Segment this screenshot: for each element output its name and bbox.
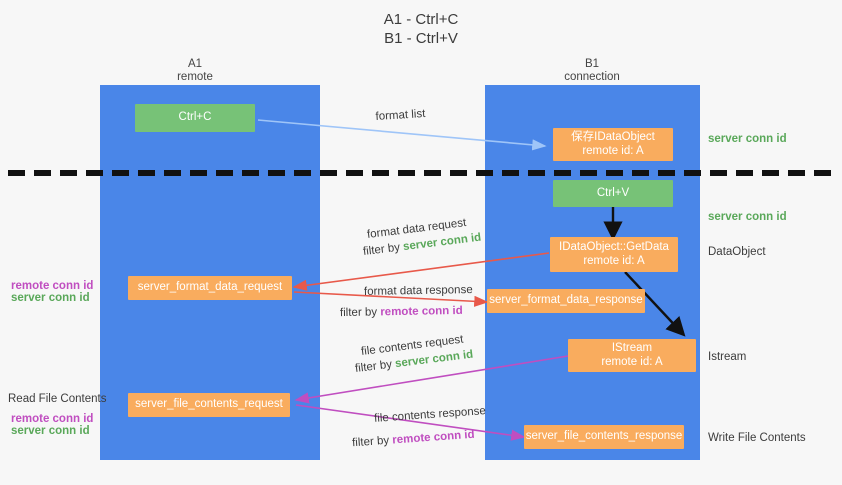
node-ctrl-v[interactable]: Ctrl+V — [553, 180, 673, 207]
node-server-file-contents-response[interactable]: server_file_contents_response — [524, 425, 684, 449]
lane-header-b1: B1 connection — [522, 58, 662, 84]
arrow-label-format-data-response: format data response — [363, 284, 473, 298]
node-idataobject-getdata-line2: remote id: A — [583, 254, 645, 267]
lane-a1-subtitle: remote — [177, 71, 213, 83]
node-server-format-data-response-line1: server_format_data_response — [489, 294, 643, 307]
phase-divider — [8, 170, 834, 176]
left-label-server-conn-id-lower: server conn id — [11, 425, 90, 437]
lane-header-a1: A1 remote — [125, 58, 265, 84]
filter-prefix: filter by — [354, 358, 396, 376]
node-idataobject-getdata[interactable]: IDataObject::GetData remote id: A — [550, 237, 678, 272]
diagram-title-line1: A1 - Ctrl+C — [383, 11, 459, 28]
right-label-dataobject: DataObject — [708, 246, 766, 258]
node-istream-line1: IStream — [611, 342, 653, 354]
right-label-write-file-contents: Write File Contents — [708, 432, 806, 444]
node-save-idataobject[interactable]: 保存IDataObject remote id: A — [553, 128, 673, 161]
node-save-idataobject-line1: 保存IDataObject — [571, 131, 655, 143]
node-ctrl-c-line1: Ctrl+C — [178, 111, 212, 124]
arrow-label-format-list: format list — [375, 107, 426, 124]
left-label-read-file-contents: Read File Contents — [8, 393, 107, 405]
left-label-remote-conn-id-lower: remote conn id — [11, 413, 94, 425]
node-server-format-data-request-line1: server_format_data_request — [137, 281, 283, 294]
node-server-file-contents-request[interactable]: server_file_contents_request — [128, 393, 290, 417]
arrow-label-format-data-response-filter: filter by remote conn id — [340, 304, 463, 320]
node-ctrl-v-line1: Ctrl+V — [596, 186, 630, 199]
diagram-title-line2: B1 - Ctrl+V — [384, 30, 458, 47]
node-ctrl-c[interactable]: Ctrl+C — [135, 104, 255, 132]
node-server-file-contents-response-line1: server_file_contents_response — [525, 430, 683, 443]
node-idataobject-getdata-line1: IDataObject::GetData — [559, 241, 669, 253]
filter-prefix: filter by — [339, 306, 381, 320]
right-label-server-conn-id-top: server conn id — [708, 133, 787, 145]
arrow-label-file-contents-response: file contents response — [373, 405, 487, 425]
filter-prefix: filter by — [351, 434, 393, 450]
left-label-server-conn-id-upper: server conn id — [11, 292, 90, 304]
lane-b1-subtitle: connection — [564, 71, 620, 83]
filter-key-remote-conn-id: remote conn id — [380, 304, 463, 319]
node-save-idataobject-line2: remote id: A — [582, 144, 644, 157]
node-istream-line2: remote id: A — [601, 355, 663, 368]
arrow-label-file-contents-response-filter: filter by remote conn id — [352, 428, 475, 451]
lane-a1-title: A1 — [187, 58, 203, 70]
node-server-format-data-request[interactable]: server_format_data_request — [128, 276, 292, 300]
node-server-format-data-response[interactable]: server_format_data_response — [487, 289, 645, 313]
node-server-file-contents-request-line1: server_file_contents_request — [135, 398, 283, 411]
lane-b1-title: B1 — [584, 58, 600, 70]
right-label-istream: Istream — [708, 351, 747, 363]
filter-prefix: filter by — [362, 241, 404, 259]
node-istream[interactable]: IStream remote id: A — [568, 339, 696, 372]
left-label-remote-conn-id-upper: remote conn id — [11, 280, 94, 292]
filter-key-remote-conn-id: remote conn id — [391, 428, 475, 447]
right-label-server-conn-id-mid: server conn id — [708, 211, 787, 223]
